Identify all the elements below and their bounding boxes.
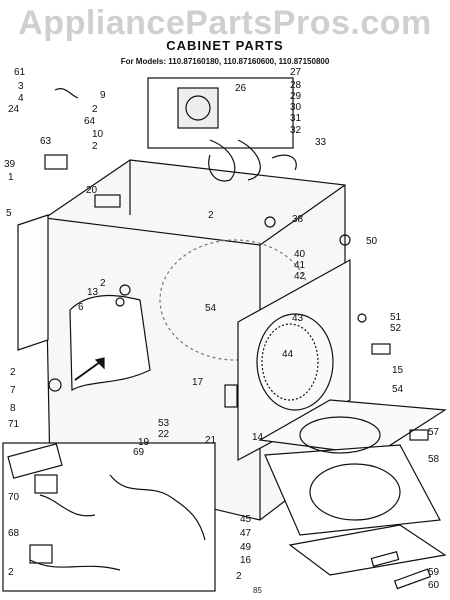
callout-38: 38: [292, 214, 304, 225]
callout-54b: 54: [392, 384, 404, 395]
callout-13: 13: [87, 287, 99, 298]
small-parts: [7, 88, 429, 479]
callout-27: 27: [290, 67, 302, 78]
callout-2e: 2: [10, 367, 16, 378]
callout-21: 21: [205, 435, 217, 446]
callout-42: 42: [294, 271, 306, 282]
callout-2f: 2: [236, 571, 242, 582]
callout-17: 17: [192, 377, 204, 388]
callout-64: 64: [84, 116, 96, 127]
callout-28: 28: [290, 80, 302, 91]
callout-51: 51: [390, 312, 402, 323]
callout-31: 31: [290, 113, 302, 124]
callout-2a: 2: [92, 104, 98, 115]
callout-2b: 2: [92, 141, 98, 152]
callout-44: 44: [282, 349, 294, 360]
callout-61: 61: [14, 67, 26, 78]
callout-50: 50: [366, 236, 378, 247]
callout-43: 43: [292, 313, 304, 324]
callout-7: 7: [10, 385, 16, 396]
model-list: For Models: 110.87160180, 110.87160600, …: [120, 57, 330, 66]
wiring-harness-inset: [2, 442, 216, 592]
callout-40: 40: [294, 249, 306, 260]
callout-24: 24: [8, 104, 20, 115]
callout-59: 59: [428, 567, 440, 578]
callout-71: 71: [8, 419, 20, 430]
callout-26: 26: [235, 83, 247, 94]
callout-52: 52: [390, 323, 402, 334]
callout-58: 58: [428, 454, 440, 465]
callout-47: 47: [240, 528, 252, 539]
callout-49: 49: [240, 542, 252, 553]
drive-motor-inset: [147, 77, 294, 182]
callout-8: 8: [10, 403, 16, 414]
callout-15: 15: [392, 365, 404, 376]
callout-60: 60: [428, 580, 440, 591]
callout-1: 1: [8, 172, 14, 183]
callout-9: 9: [100, 90, 106, 101]
callout-22: 22: [158, 429, 170, 440]
callout-2c: 2: [208, 210, 214, 221]
callout-29: 29: [290, 91, 302, 102]
watermark: AppliancePartsPros.com: [18, 4, 432, 42]
callout-5: 5: [6, 208, 12, 219]
callout-labels: 61 3 4 24 63 9 2 64 10 2 39 1 20 5 27 28…: [4, 67, 440, 591]
diagram-title: CABINET PARTS: [166, 38, 284, 53]
callout-45: 45: [240, 514, 252, 525]
callout-2d: 2: [100, 278, 106, 289]
callout-16: 16: [240, 555, 252, 566]
callout-69: 69: [133, 447, 145, 458]
callout-10: 10: [92, 129, 104, 140]
page-number: 85: [253, 586, 262, 595]
callout-39: 39: [4, 159, 16, 170]
callout-6: 6: [78, 302, 84, 313]
callout-68: 68: [8, 528, 20, 539]
callout-63: 63: [40, 136, 52, 147]
callout-33: 33: [315, 137, 327, 148]
callout-30: 30: [290, 102, 302, 113]
callout-20: 20: [86, 185, 98, 196]
callout-2g: 2: [8, 567, 14, 578]
callout-57: 57: [428, 427, 440, 438]
callout-3: 3: [18, 81, 24, 92]
callout-4: 4: [18, 93, 24, 104]
callout-14: 14: [252, 432, 264, 443]
callout-54a: 54: [205, 303, 217, 314]
callout-53: 53: [158, 418, 170, 429]
callout-19: 19: [138, 437, 150, 448]
callout-70: 70: [8, 492, 20, 503]
callout-41: 41: [294, 260, 306, 271]
callout-32: 32: [290, 125, 302, 136]
door-assembly: [258, 399, 447, 590]
